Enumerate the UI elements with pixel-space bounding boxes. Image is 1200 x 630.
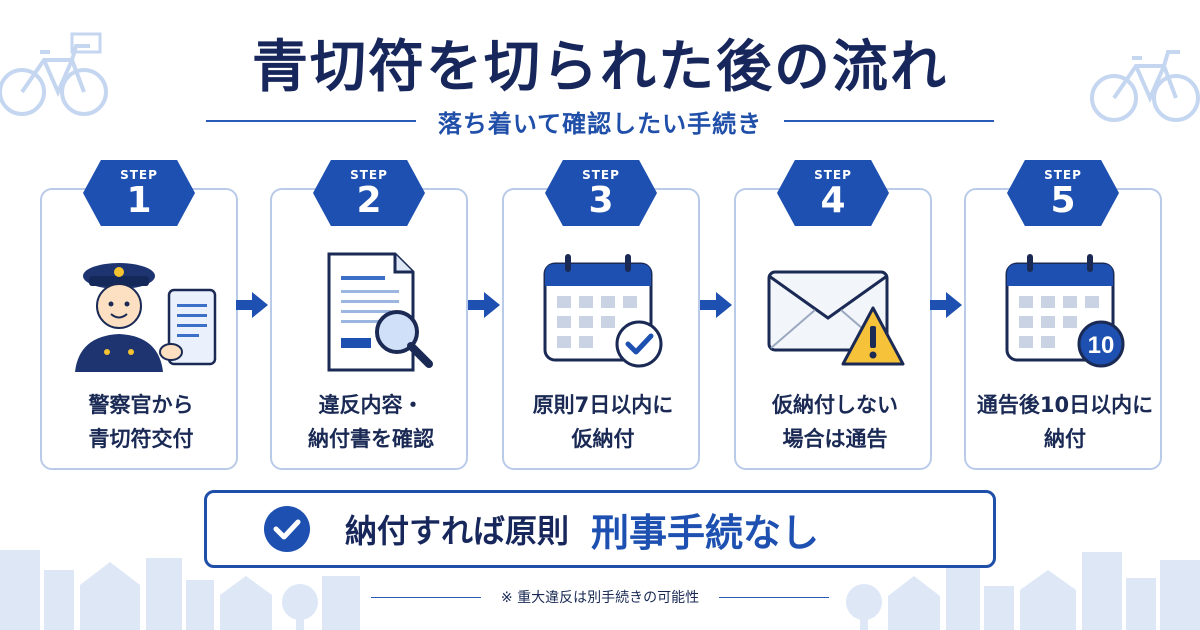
page-title: 青切符を切られた後の流れ [252,35,948,100]
step-badge-label: STEP [120,168,158,182]
subtitle-divider-right [784,120,995,122]
step-card-3: 原則7日以内に 仮納付 [502,188,700,470]
subtitle: 落ち着いて確認したい手続き [437,109,763,138]
step-text-1-line2: 青切符交付 [88,427,194,451]
step-badge-1: STEP 1 [83,160,195,226]
banner-text: 納付すれば原則 [345,512,570,550]
bicycle-icon-right [1090,50,1200,122]
calendar-badge-number: 10 [1088,332,1115,359]
step-card-2: 違反内容・ 納付書を確認 [270,188,468,470]
step-badge-label: STEP [582,168,620,182]
step-text-4-line2: 場合は通告 [782,427,888,451]
step-badge-number: 1 [126,180,152,221]
step-badge-label: STEP [350,168,388,182]
arrow-right-icon [930,292,962,318]
step-badge-2: STEP 2 [313,160,425,226]
footnote-row: ※ 重大違反は別手続きの可能性 [0,586,1200,608]
step-text-5: 通告後10日以内に 納付 [972,388,1158,456]
step-text-5-line2: 納付 [1044,427,1086,451]
step-badge-label: STEP [814,168,852,182]
step-text-5-line1: 通告後10日以内に [976,393,1154,417]
step-text-3-line1: 原則7日以内に [532,393,674,417]
city-skyline-left [0,550,360,630]
footnote: ※ 重大違反は別手続きの可能性 [500,590,700,606]
city-skyline-right [846,552,1200,630]
document-magnifier-icon [327,252,433,372]
step-text-1-line1: 警察官から [88,393,194,417]
step-badge-3: STEP 3 [545,160,657,226]
step-text-2: 違反内容・ 納付書を確認 [278,388,464,456]
calendar-check-icon [543,254,663,368]
step-badge-number: 3 [588,180,614,221]
step-text-1: 警察官から 青切符交付 [48,388,234,456]
step-card-5: 10 通告後10日以内に 納付 [964,188,1162,470]
step-badge-number: 5 [1050,180,1076,221]
envelope-warning-icon [767,270,905,366]
step-text-4: 仮納付しない 場合は通告 [742,388,928,456]
step-card-1: 警察官から 青切符交付 [40,188,238,470]
step-badge-number: 2 [356,180,382,221]
check-circle-icon [264,506,310,552]
step-badge-4: STEP 4 [777,160,889,226]
step-card-4: 仮納付しない 場合は通告 [734,188,932,470]
step-text-4-line1: 仮納付しない [772,393,898,417]
step-text-2-line1: 違反内容・ [318,393,424,417]
step-text-2-line2: 納付書を確認 [308,427,434,451]
arrow-right-icon [700,292,732,318]
banner-emphasis: 刑事手続なし [591,510,820,555]
step-badge-label: STEP [1044,168,1082,182]
summary-banner: 納付すれば原則 刑事手続なし [204,490,996,568]
step-text-3-line2: 仮納付 [571,427,635,451]
arrow-right-icon [236,292,268,318]
step-badge-5: STEP 5 [1007,160,1119,226]
bicycle-icon-left [0,32,108,116]
step-badge-number: 4 [820,180,846,221]
footnote-divider-right [719,596,830,598]
footnote-divider-left [370,596,481,598]
subtitle-divider-left [205,120,416,122]
subtitle-row: 落ち着いて確認したい手続き [0,104,1200,138]
police-officer-icon [75,263,217,372]
calendar-ten-icon: 10 [1005,254,1125,368]
step-text-3: 原則7日以内に 仮納付 [510,388,696,456]
arrow-right-icon [468,292,500,318]
